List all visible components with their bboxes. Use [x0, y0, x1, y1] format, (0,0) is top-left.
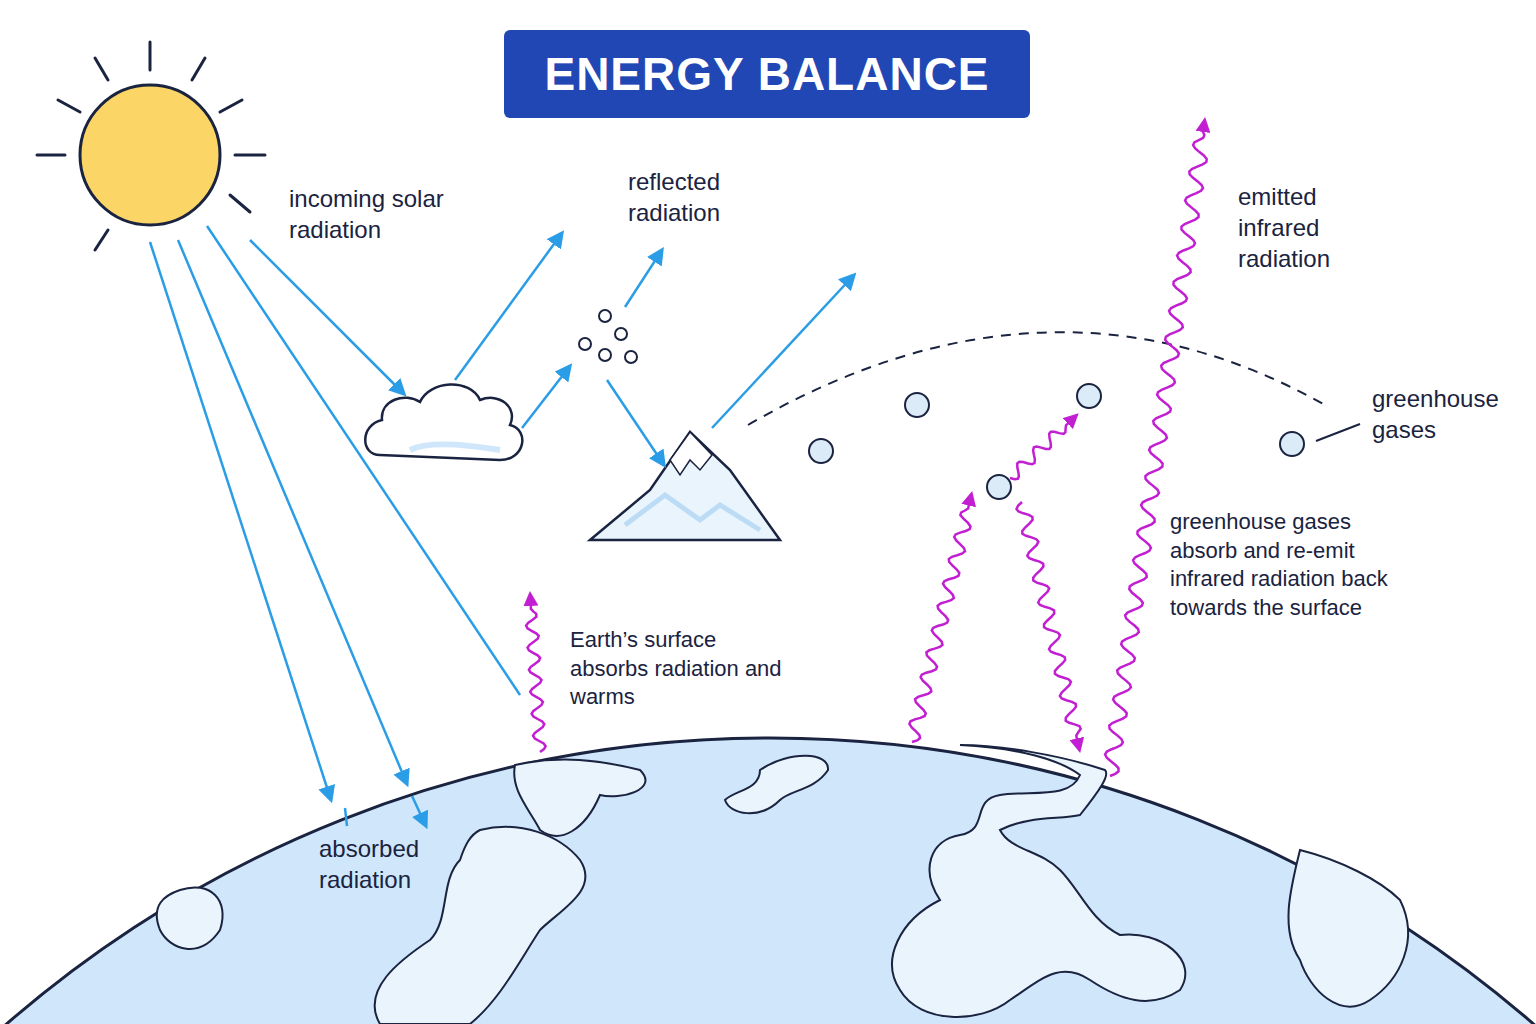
title-banner: ENERGY BALANCE — [504, 30, 1030, 118]
reflected-label: reflected radiation — [628, 166, 768, 228]
infrared-wave — [1017, 502, 1081, 750]
leader-line — [1316, 424, 1360, 441]
infrared-waves — [526, 120, 1207, 776]
solar-arrows — [150, 226, 854, 826]
reemit-label: greenhouse gases absorb and re-emit infr… — [1170, 508, 1400, 622]
surface-label: Earth’s surface absorbs radiation and wa… — [570, 626, 785, 712]
cloud — [365, 384, 522, 460]
mountain — [590, 432, 780, 540]
solar-label: incoming solar radiation — [289, 183, 479, 245]
infrared-wave — [526, 594, 546, 752]
infrared-wave — [909, 494, 971, 742]
absorbed-label: absorbed radiation — [319, 833, 439, 895]
greenhouse-molecules — [809, 384, 1304, 499]
emitted-label: emitted infrared radiation — [1238, 181, 1378, 275]
sun — [37, 42, 265, 250]
aerosol-particles — [579, 310, 637, 363]
atmosphere-boundary — [748, 332, 1325, 425]
gases-label: greenhouse gases — [1372, 383, 1530, 445]
infrared-wave — [1105, 120, 1207, 776]
earth — [0, 738, 1536, 1024]
infrared-wave — [1010, 415, 1077, 479]
